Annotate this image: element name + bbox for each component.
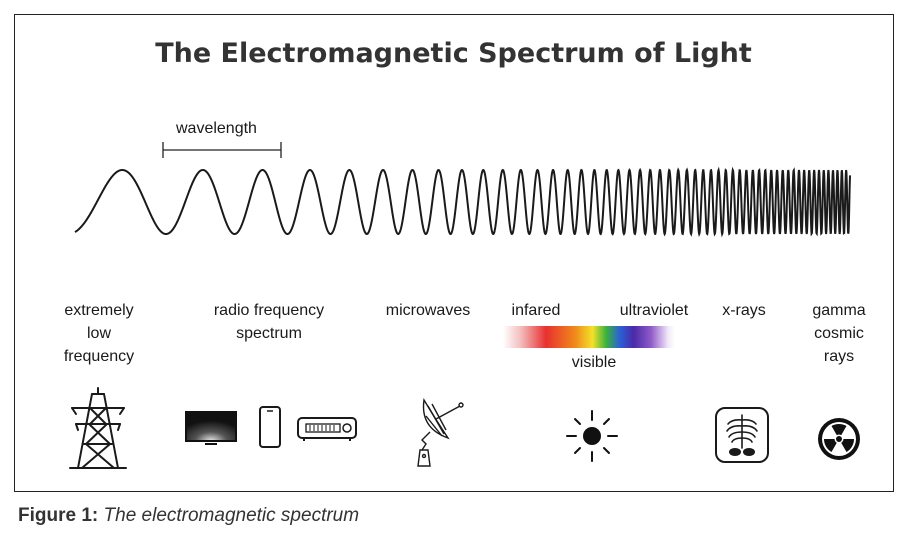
label-ultraviolet: ultraviolet bbox=[619, 302, 689, 319]
wavelength-label: wavelength bbox=[176, 120, 257, 137]
label-microwaves: microwaves bbox=[385, 302, 471, 319]
caption-label: Figure 1: bbox=[18, 505, 99, 526]
television-icon bbox=[185, 411, 237, 445]
figure-frame bbox=[14, 14, 894, 492]
diagram-title: The Electromagnetic Spectrum of Light bbox=[155, 38, 752, 69]
label-visible: visible bbox=[571, 354, 617, 371]
satellite-dish-icon bbox=[417, 397, 464, 467]
xray-icon bbox=[715, 407, 769, 463]
label-infrared: infared bbox=[511, 302, 561, 319]
radio-receiver-icon bbox=[297, 417, 357, 441]
smartphone-icon bbox=[259, 406, 281, 448]
sun-icon bbox=[566, 410, 618, 462]
visible-spectrum-bar bbox=[503, 326, 675, 348]
caption-text: The electromagnetic spectrum bbox=[103, 505, 360, 526]
label-xrays: x-rays bbox=[722, 302, 766, 319]
radiation-icon bbox=[818, 418, 860, 460]
power-tower-icon bbox=[69, 387, 127, 469]
figure-caption: Figure 1: The electromagnetic spectrum bbox=[18, 505, 359, 527]
